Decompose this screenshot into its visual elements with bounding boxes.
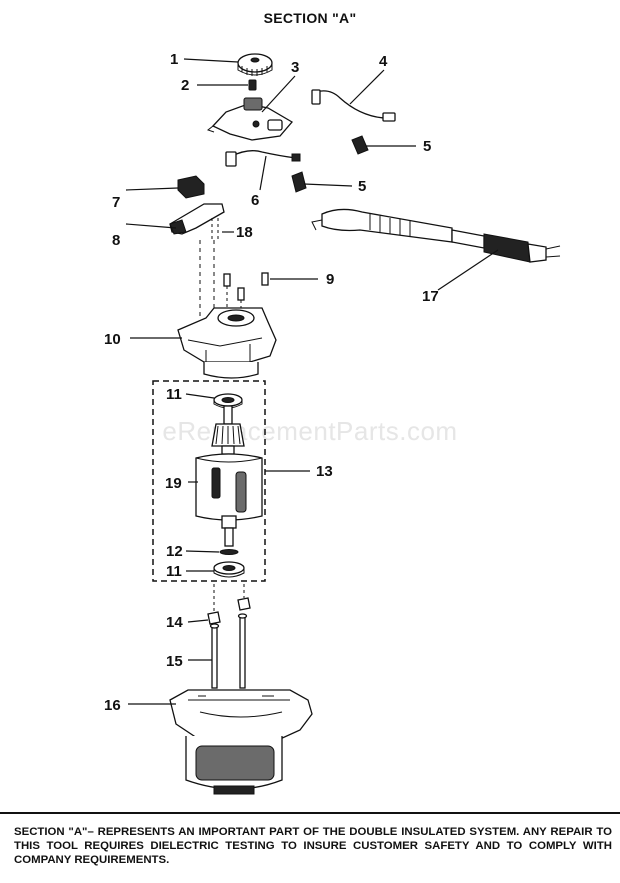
callout-2: 2 [181, 77, 248, 94]
part-switch[interactable] [177, 175, 205, 199]
callout-4-label: 4 [379, 53, 388, 70]
callout-13-label: 13 [316, 463, 333, 480]
part-trigger[interactable] [169, 203, 225, 235]
part-armature[interactable] [211, 405, 245, 455]
callout-15: 15 [166, 653, 212, 670]
part-wire-nut-lower[interactable] [291, 171, 307, 193]
callout-7-label: 7 [112, 194, 120, 211]
watermark-text: eReplacementParts.com [162, 416, 458, 446]
callout-13: 13 [265, 463, 333, 480]
callout-17-label: 17 [422, 288, 439, 305]
callout-1: 1 [170, 51, 239, 68]
callout-19-label: 19 [165, 475, 182, 492]
callout-5b-label: 5 [358, 178, 366, 195]
callout-18-label: 18 [236, 224, 253, 241]
part-motor-housing[interactable] [169, 689, 313, 795]
callout-5a: 5 [366, 138, 431, 155]
callout-10-label: 10 [104, 331, 121, 348]
section-title: SECTION "A" [263, 10, 357, 26]
callout-5b: 5 [303, 178, 366, 195]
exploded-parts-diagram: 1 2 3 4 5 5 6 [104, 51, 561, 795]
part-field-stator[interactable] [195, 453, 263, 547]
callout-16-label: 16 [104, 697, 121, 714]
callout-5a-label: 5 [423, 138, 431, 155]
callout-15-label: 15 [166, 653, 183, 670]
callout-12: 12 [166, 543, 220, 560]
footer-note: SECTION "A"– REPRESENTS AN IMPORTANT PAR… [14, 826, 612, 866]
part-washer[interactable] [219, 549, 239, 555]
callout-4: 4 [349, 53, 388, 105]
callout-11b: 11 [166, 563, 214, 580]
callout-9: 9 [270, 271, 334, 288]
part-armature-assembly-box[interactable] [152, 380, 266, 582]
part-long-screws[interactable] [209, 613, 248, 689]
part-wire-lead[interactable] [311, 89, 396, 122]
part-screws[interactable] [223, 272, 269, 318]
part-brush-holders[interactable] [207, 584, 251, 625]
part-wire-nut-upper[interactable] [351, 135, 369, 155]
callout-8: 8 [112, 223, 177, 249]
callout-11a-label: 11 [166, 386, 182, 403]
part-spring[interactable] [199, 218, 219, 318]
callout-6: 6 [251, 155, 267, 209]
part-pin[interactable] [248, 79, 257, 91]
part-gear[interactable] [237, 53, 273, 76]
callout-11a: 11 [166, 386, 215, 403]
part-switch-bracket[interactable] [206, 97, 294, 141]
footer-divider [0, 812, 620, 814]
callout-11b-label: 11 [166, 563, 182, 580]
callout-1-label: 1 [170, 51, 178, 68]
callout-9-label: 9 [326, 271, 334, 288]
callout-14: 14 [166, 614, 209, 631]
callout-12-label: 12 [166, 543, 183, 560]
part-bearing-lower[interactable] [213, 561, 245, 578]
callout-6-label: 6 [251, 192, 259, 209]
callout-3-label: 3 [291, 59, 299, 76]
callout-16: 16 [104, 697, 176, 714]
callout-19: 19 [165, 475, 198, 492]
callout-10: 10 [104, 331, 182, 348]
callout-18: 18 [222, 224, 253, 241]
callout-3: 3 [261, 59, 299, 113]
part-power-cord[interactable] [311, 208, 561, 263]
callout-17: 17 [422, 249, 499, 305]
callout-14-label: 14 [166, 614, 183, 631]
part-wire-lead-short[interactable] [225, 150, 301, 167]
callout-8-label: 8 [112, 232, 120, 249]
callout-2-label: 2 [181, 77, 189, 94]
callout-7: 7 [112, 187, 179, 211]
part-gear-housing[interactable] [177, 307, 277, 379]
